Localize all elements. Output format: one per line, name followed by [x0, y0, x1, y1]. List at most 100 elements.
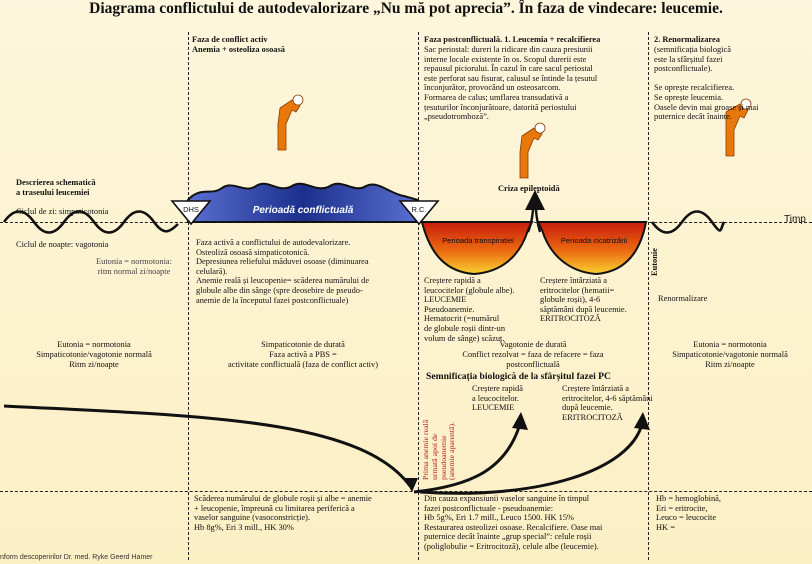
figure-post [520, 123, 545, 178]
bottom-active: Scăderea numărului de globule roșii și a… [194, 494, 416, 532]
post-head-line: Sac periostal: dureri la ridicare din ca… [424, 45, 646, 55]
wave-right [652, 212, 724, 233]
renorm-head-line: Oasele devin mai groase și mai [654, 103, 806, 113]
figure-active [278, 95, 303, 150]
transpiration-label: Perioada transpirației [428, 236, 528, 246]
post-left-line: de globule roșii dintr-un [424, 324, 536, 334]
crisis-label: Criza epileptoidă [498, 184, 560, 194]
semn-left: Creștere rapidă a leucocitelor. LEUCEMIE [472, 384, 556, 413]
post-left-line: leucocitelor (globule albe). [424, 286, 536, 296]
bottom-post-line: puternice decât înainte „grup special”: … [424, 532, 646, 542]
post-left-col: Creștere rapidă a leucocitelor (globule … [424, 276, 536, 343]
footer-credit: nform descoperirilor Dr. med. Ryke Geerd… [0, 554, 153, 561]
post-bottom-3: postconflictuală [418, 360, 648, 370]
post-right-line: săptămâni după leucemie. [540, 305, 646, 315]
bottom-legend: Hb = hemoglobină, Eri = eritrocite, Leuc… [656, 494, 806, 532]
active-body-line: Depresiunea reliefului măduvei osoase (d… [196, 257, 414, 267]
schematic-line-1: Descrierea schematică [16, 178, 96, 188]
post-head-line: țesuturilor înconjurătoare, datorită per… [424, 103, 646, 113]
left-bottom-line-1: Eutonia = normotonia [0, 340, 188, 350]
bottom-active-line: vaselor sanguine (vasoconstricție). [194, 513, 416, 523]
semn-title: Semnificația biologică de la sfârșitul f… [426, 372, 611, 382]
legend-line: Eri = eritrocite, [656, 504, 806, 514]
semn-vertical-line: (anemie aparentă). [448, 394, 457, 480]
semn-left-line: LEUCEMIE [472, 403, 556, 413]
post-head-line: repausul piciorului. În cazul în care sa… [424, 64, 646, 74]
post-bottom-2: Conflict rezolvat = faza de refacere = f… [418, 350, 648, 360]
semn-right-line: ERITROCITOZĂ [562, 413, 672, 423]
post-right-line: ERITROCITOZĂ [540, 314, 646, 324]
renorm-label: Renormalizare [658, 294, 707, 304]
bottom-post-line: fazei postconflictuale - pseudoanemie: [424, 504, 646, 514]
post-head-line: este perforat sau fisurat, calusul se în… [424, 74, 646, 84]
active-body-line: Faza activă a conflictului de autodevalo… [196, 238, 414, 248]
renorm-head-line: puternice decât înainte. [654, 112, 806, 122]
renorm-head-body: (semnificația biologică este la sfârșitu… [654, 45, 806, 122]
active-body: Faza activă a conflictului de autodevalo… [196, 238, 414, 305]
renorm-head-line: postconflictuale). [654, 64, 806, 74]
renorm-head-line [654, 74, 806, 84]
post-head-line: Formarea de calus; umflarea transudativă… [424, 93, 646, 103]
timp-label: Timp [784, 214, 806, 225]
semn-right-line: eritrocitelor, 4-6 săptămâni [562, 394, 672, 404]
night-cycle-label: Ciclul de noapte: vagotonia [16, 240, 108, 250]
semn-left-line: Creștere rapidă [472, 384, 556, 394]
semn-left-line: a leucocitelor. [472, 394, 556, 404]
bottom-post: Din cauza expansiunii vaselor sanguine î… [424, 494, 646, 552]
renorm-head-line: (semnificația biologică [654, 45, 806, 55]
eutonia-line-2: ritm normal zi/noapte [82, 267, 186, 277]
active-body-line: globule albe din sânge (spre deosebire d… [196, 286, 414, 296]
legend-line: HK = [656, 523, 806, 533]
bottom-post-line: Hb 5g%, Eri 1.7 mill., Leuco 1500. HK 15… [424, 513, 646, 523]
active-bottom-3: activitate conflictuală (faza de conflic… [188, 360, 418, 370]
active-head-1: Faza de conflict activ [192, 35, 268, 45]
left-bottom-line-3: Ritm zi/noapte [0, 360, 188, 370]
active-head-2: Anemia + osteoliza osoasă [192, 45, 285, 55]
renorm-head-line: Se oprește leucemia. [654, 93, 806, 103]
conflict-band-label: Perioadă conflictuală [198, 206, 408, 216]
semn-right: Creștere întârziată a eritrocitelor, 4-6… [562, 384, 672, 422]
renorm-head-title: 2. Renormalizarea [654, 35, 720, 45]
active-body-line: Anemie reală și leucopenie= scăderea num… [196, 276, 414, 286]
post-head-line: înconjurător, provocând un osteosarcom. [424, 83, 646, 93]
post-right-line: Creștere întârziată a [540, 276, 646, 286]
renorm-bottom-3: Ritm zi/noapte [648, 360, 812, 370]
semn-right-line: Creștere întârziată a [562, 384, 672, 394]
post-head-line: „pseudotromboză”. [424, 112, 646, 122]
renorm-bottom-1: Eutonia = normotonia [648, 340, 812, 350]
post-left-line: LEUCEMIE [424, 295, 536, 305]
post-left-line: Hematocrit (=numărul [424, 314, 536, 324]
post-right-line: globule roșii), 4-6 [540, 295, 646, 305]
bottom-post-line: (poliglobulie = Eritrocitoză), celule al… [424, 542, 646, 552]
post-head-body: Sac periostal: dureri la ridicare din ca… [424, 45, 646, 122]
bump-transpiration [422, 222, 532, 274]
rc-label: R.C. [400, 205, 438, 215]
renorm-head-line: este la sfârșitul fazei [654, 55, 806, 65]
post-right-col: Creștere întârziată a eritrocitelor (hem… [540, 276, 646, 324]
semn-vertical-note: Prima anemie reală urmată apoi de pseudo… [422, 394, 457, 480]
left-bottom-line-2: Simpaticotonie/vagotonie normală [0, 350, 188, 360]
day-cycle-label: Ciclul de zi: simpaticotonia [16, 207, 108, 217]
eutonia-line-1: Eutonia = normotonia: [82, 257, 186, 267]
post-left-line: Creștere rapidă a [424, 276, 536, 286]
semn-right-line: după leucemie. [562, 403, 672, 413]
post-left-line: Pseudoanemie. [424, 305, 536, 315]
schematic-line-2: a traseului leucemiei [16, 188, 90, 198]
bottom-active-line: Hb 8g%, Eri 3 mill., HK 30% [194, 523, 416, 533]
legend-line: Hb = hemoglobină, [656, 494, 806, 504]
bottom-active-line: + leucopenie, împreună cu limitarea peri… [194, 504, 416, 514]
bottom-post-line: Restaurarea osteolizei osoase. Recalcifi… [424, 523, 646, 533]
renorm-bottom-2: Simpaticotonie/vagotonie normală [648, 350, 812, 360]
bottom-active-line: Scăderea numărului de globule roșii și a… [194, 494, 416, 504]
post-head-line: interne locale existente în os. Scopul d… [424, 55, 646, 65]
bottom-post-line: Din cauza expansiunii vaselor sanguine î… [424, 494, 646, 504]
active-body-line: anemie de la începutul fazei postconflic… [196, 296, 414, 306]
active-body-line: celulară). [196, 267, 414, 277]
post-bottom-1: Vagotonie de durată [418, 340, 648, 350]
post-head-title: Faza postconflictuală. 1. Leucemia + rec… [424, 35, 600, 45]
cicatrization-label: Perioada cicatrizării [546, 236, 642, 246]
dhs-label: DHS [172, 205, 210, 215]
active-bottom-2: Faza activă a PBS = [188, 350, 418, 360]
arrow-from-left [4, 406, 410, 486]
eutonie-vertical-label: Eutonie [650, 248, 660, 276]
